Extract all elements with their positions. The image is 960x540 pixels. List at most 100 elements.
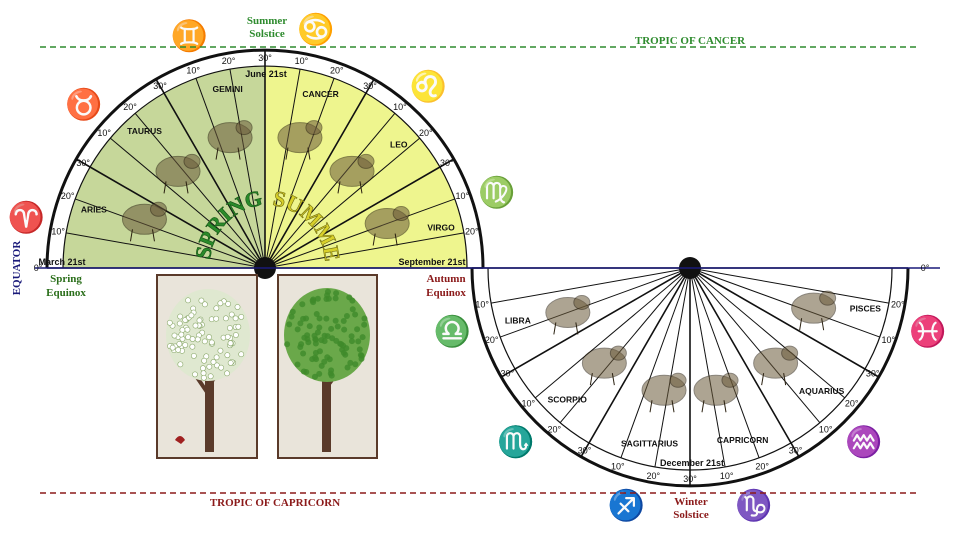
date-september: September 21st — [398, 257, 465, 267]
sign-name-cancer: CANCER — [302, 89, 338, 99]
degree-spoke — [500, 267, 691, 338]
degree-spoke — [264, 112, 396, 269]
sign-boundary-spoke — [500, 267, 691, 378]
degree-tick-label: 10° — [611, 461, 625, 471]
crab-figure-icon — [277, 120, 323, 160]
sign-boundary-spoke — [75, 158, 266, 269]
pisces-symbol-icon: ♓ — [909, 314, 946, 349]
degree-tick-label: 10° — [97, 128, 111, 138]
cancer-symbol-icon: ♋ — [297, 11, 334, 46]
degree-spoke — [134, 112, 266, 269]
sign-name-pisces: PISCES — [850, 303, 882, 313]
zero-degree-right: 0° — [921, 263, 930, 273]
degree-spoke — [620, 267, 691, 458]
degree-tick-label: 20° — [61, 191, 75, 201]
sign-boundary-spoke — [264, 158, 455, 269]
degree-tick-label: 10° — [881, 335, 895, 345]
degree-spoke — [490, 267, 691, 304]
date-march: March 21st — [38, 257, 85, 267]
degree-spoke — [195, 78, 266, 269]
degree-tick-label: 20° — [845, 399, 859, 409]
degree-tick-label: 10° — [393, 102, 407, 112]
aquarius-symbol-icon: ♒ — [845, 424, 882, 459]
degree-tick-label: 30° — [440, 158, 454, 168]
degree-spoke — [109, 137, 266, 269]
sign-name-aries: ARIES — [81, 204, 107, 214]
degree-tick-label: 20° — [222, 56, 236, 66]
sign-name-leo: LEO — [390, 140, 408, 150]
degree-spoke — [264, 68, 301, 269]
degree-tick-label: 10° — [186, 66, 200, 76]
degree-tick-label: 20° — [891, 300, 905, 310]
scorpion-figure-icon — [581, 345, 627, 386]
degree-spoke — [229, 68, 266, 269]
lower-outer-ring — [470, 267, 910, 488]
degree-tick-label: 30° — [578, 446, 592, 456]
degree-tick-label: 20° — [330, 66, 344, 76]
tropic-of-capricorn-label: TROPIC OF CAPRICORN — [210, 497, 340, 509]
degree-spoke — [559, 267, 691, 424]
degree-spoke — [689, 267, 726, 468]
aries-symbol-icon: ♈ — [8, 199, 45, 234]
equator-label: EQUATOR — [11, 240, 23, 296]
degree-tick-label: 20° — [123, 102, 137, 112]
scales-figure-icon — [545, 294, 591, 335]
degree-tick-label: 30° — [789, 446, 803, 456]
degree-spoke — [689, 267, 760, 458]
degree-tick-label: 20° — [419, 128, 433, 138]
degree-tick-label: 30° — [153, 81, 167, 91]
summer-tree-picture — [277, 274, 378, 459]
degree-tick-label: 30° — [683, 474, 697, 484]
upper-zodiac-symbols: ♈♉♊♋♌♍ — [8, 11, 516, 234]
upper-outer-ring — [45, 48, 485, 269]
degree-tick-label: 10° — [456, 191, 470, 201]
upper-inner-ring — [62, 65, 468, 269]
degree-tick-label: 30° — [258, 53, 272, 63]
sign-name-aquarius: AQUARIUS — [799, 386, 845, 396]
degree-spoke — [689, 267, 890, 304]
degree-spoke — [654, 267, 691, 468]
lower-sign-boundaries — [472, 267, 908, 486]
lower-degree-spokes — [490, 267, 890, 468]
winter-solstice-label-line1: Winter — [674, 496, 708, 508]
degree-spoke — [264, 232, 465, 269]
sign-name-libra: LIBRA — [505, 316, 531, 326]
autumn-equinox-label-line1: Autumn — [426, 273, 465, 285]
sign-name-virgo: VIRGO — [427, 223, 455, 233]
autumn-equinox-label-line2: Equinox — [426, 287, 466, 299]
archer-figure-icon — [641, 372, 687, 413]
degree-spoke — [689, 267, 846, 399]
water-bearer-figure-icon — [753, 345, 799, 386]
bull-figure-icon — [155, 153, 201, 194]
sign-boundary-spoke — [264, 78, 375, 269]
sign-name-scorpio: SCORPIO — [548, 395, 588, 405]
spring-equinox-label-line1: Spring — [50, 273, 82, 285]
lower-degree-labels: 10°20°30°10°20°30°10°20°30°10°20°30°10°2… — [475, 300, 905, 484]
degree-spoke — [264, 78, 335, 269]
upper-degree-spokes — [65, 68, 465, 269]
sign-name-taurus: TAURUS — [127, 126, 162, 136]
spring-equinox-label-line2: Equinox — [46, 287, 86, 299]
degree-tick-label: 10° — [51, 227, 65, 237]
lower-inner-ring — [487, 267, 893, 471]
sign-boundary-spoke — [580, 267, 691, 458]
degree-spoke — [689, 267, 821, 424]
tropic-of-cancer-label: TROPIC OF CANCER — [635, 35, 746, 47]
degree-tick-label: 10° — [819, 425, 833, 435]
degree-tick-label: 20° — [548, 425, 562, 435]
date-june: June 21st — [245, 69, 287, 79]
fish-figure-icon — [791, 290, 837, 331]
virgo-symbol-icon: ♍ — [478, 175, 515, 210]
lion-figure-icon — [329, 153, 375, 194]
summer-solstice-label-line2: Solstice — [249, 28, 285, 40]
libra-symbol-icon: ♎ — [434, 314, 471, 349]
degree-tick-label: 20° — [485, 335, 499, 345]
sign-boundary-spoke — [689, 267, 800, 458]
sign-name-capricorn: CAPRICORN — [717, 435, 768, 445]
sign-boundary-spoke — [155, 78, 266, 269]
winter-solstice-label-line2: Solstice — [673, 509, 709, 521]
zero-degree-left: 0° — [34, 263, 43, 273]
degree-tick-label: 10° — [475, 300, 489, 310]
